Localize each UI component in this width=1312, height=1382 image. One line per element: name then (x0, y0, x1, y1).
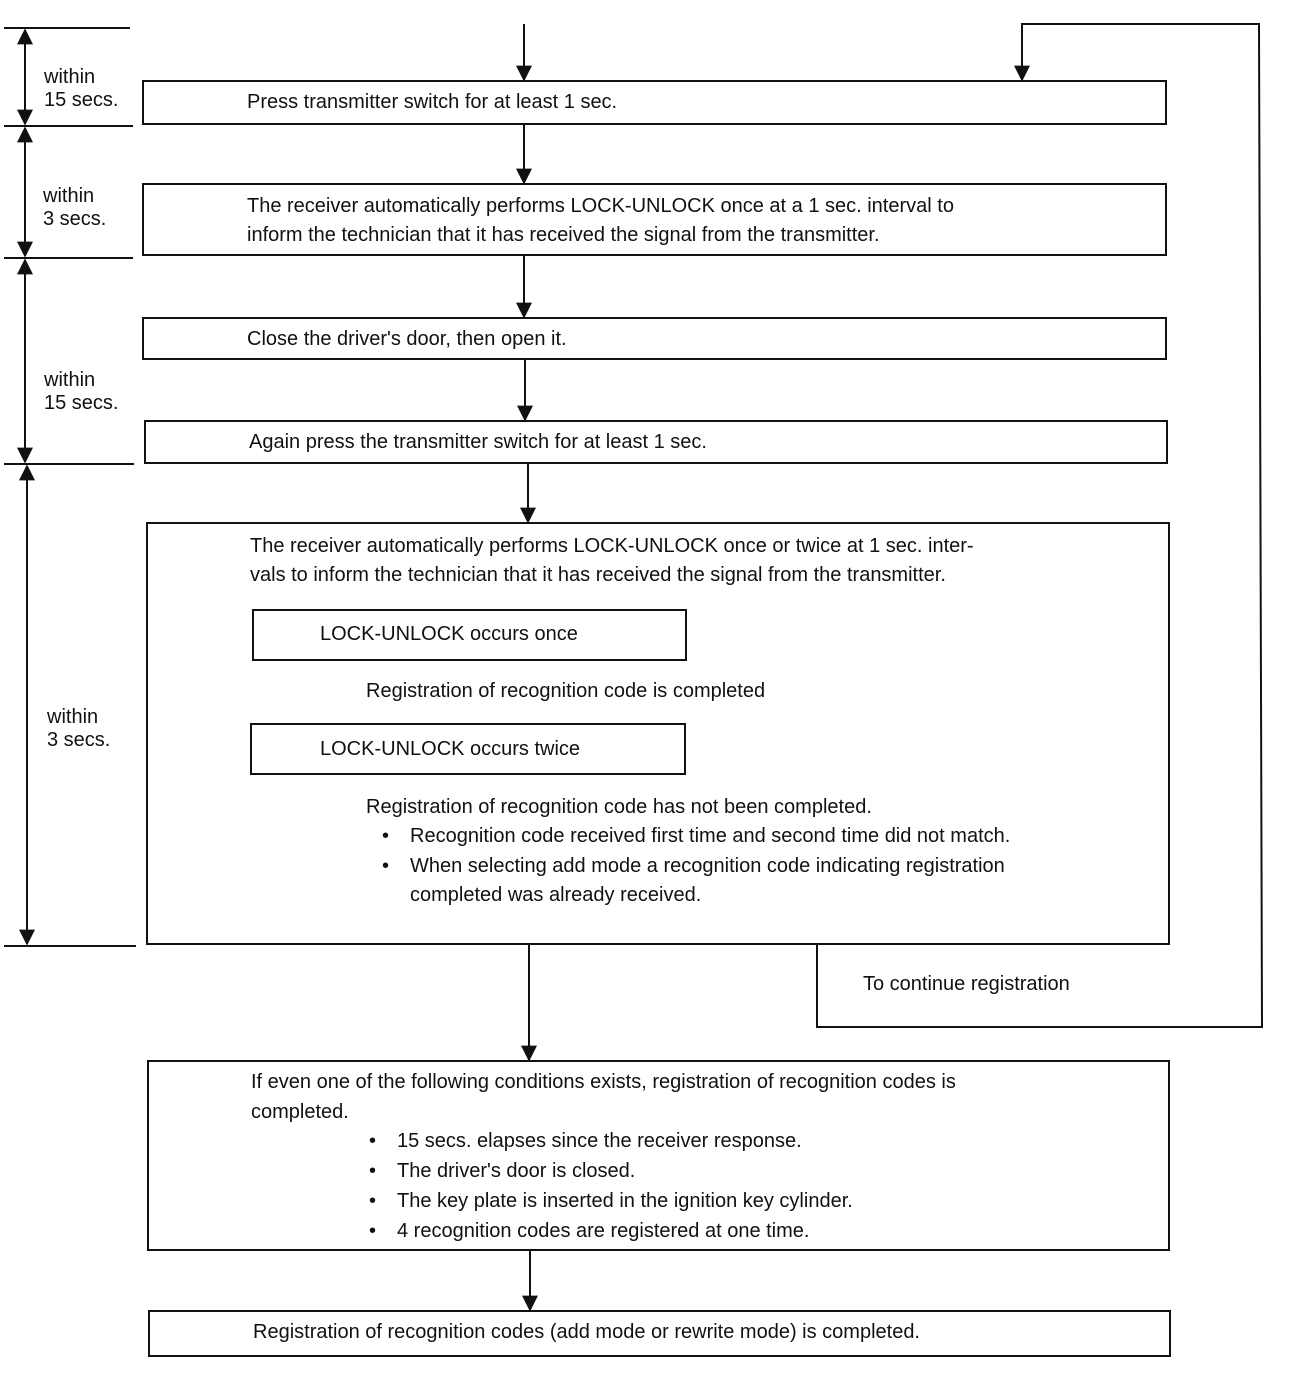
conditions-list: 15 secs. elapses since the receiver resp… (369, 1126, 853, 1246)
timing-word: within (47, 706, 99, 728)
step-box-press-again (144, 420, 1168, 464)
step-box-press-switch (142, 80, 1167, 125)
step-press-switch-text: Press transmitter switch for at least 1 … (247, 91, 618, 113)
twice-reasons-list: Recognition code received first time and… (382, 821, 1010, 881)
step-receiver-confirm-line2: inform the technician that it has receiv… (247, 224, 880, 246)
sub-box-twice (250, 723, 686, 775)
twice-box-text: LOCK-UNLOCK occurs twice (320, 738, 581, 760)
list-item: 15 secs. elapses since the receiver resp… (369, 1126, 853, 1156)
step-box-receiver-result (146, 522, 1170, 945)
list-item: 4 recognition codes are registered at on… (369, 1216, 853, 1246)
list-item: Recognition code received first time and… (382, 821, 1010, 851)
step-box-door-cycle (142, 317, 1167, 360)
continue-registration-label: To continue registration (863, 973, 1070, 995)
loop-back-path (816, 23, 1264, 1028)
step-receiver-result-line1: The receiver automatically performs LOCK… (250, 535, 974, 557)
step-receiver-result-line2: vals to inform the technician that it ha… (250, 564, 946, 586)
step-receiver-confirm-line1: The receiver automatically performs LOCK… (247, 195, 954, 217)
sub-box-once (252, 609, 687, 661)
timing-label-4: within 3 secs. (47, 706, 110, 752)
step-box-conditions (147, 1060, 1170, 1251)
twice-reason-continuation: completed was already received. (410, 884, 702, 906)
timing-value: 3 secs. (47, 729, 111, 751)
step-door-cycle-text: Close the driver's door, then open it. (247, 328, 567, 350)
final-step-text: Registration of recognition codes (add m… (253, 1321, 920, 1343)
timing-word: within (44, 369, 96, 391)
timing-value: 3 secs. (43, 208, 107, 230)
step-box-receiver-confirm (142, 183, 1167, 256)
conditions-intro-line1: If even one of the following conditions … (251, 1071, 956, 1093)
list-item: The key plate is inserted in the ignitio… (369, 1186, 853, 1216)
conditions-intro-line2: completed. (251, 1101, 349, 1123)
timing-word: within (44, 66, 96, 88)
timing-word: within (43, 185, 95, 207)
once-result-text: Registration of recognition code is comp… (366, 680, 766, 702)
twice-result-text: Registration of recognition code has not… (366, 796, 872, 818)
step-press-again-text: Again press the transmitter switch for a… (249, 431, 707, 453)
list-item: The driver's door is closed. (369, 1156, 853, 1186)
once-box-text: LOCK-UNLOCK occurs once (320, 623, 578, 645)
list-item: When selecting add mode a recognition co… (382, 851, 1010, 881)
timing-value: 15 secs. (44, 89, 119, 111)
timing-label-1: within 15 secs. (44, 66, 118, 112)
timing-label-2: within 3 secs. (43, 185, 106, 231)
timing-label-3: within 15 secs. (44, 369, 118, 415)
step-box-final (148, 1310, 1171, 1357)
timing-value: 15 secs. (44, 392, 119, 414)
